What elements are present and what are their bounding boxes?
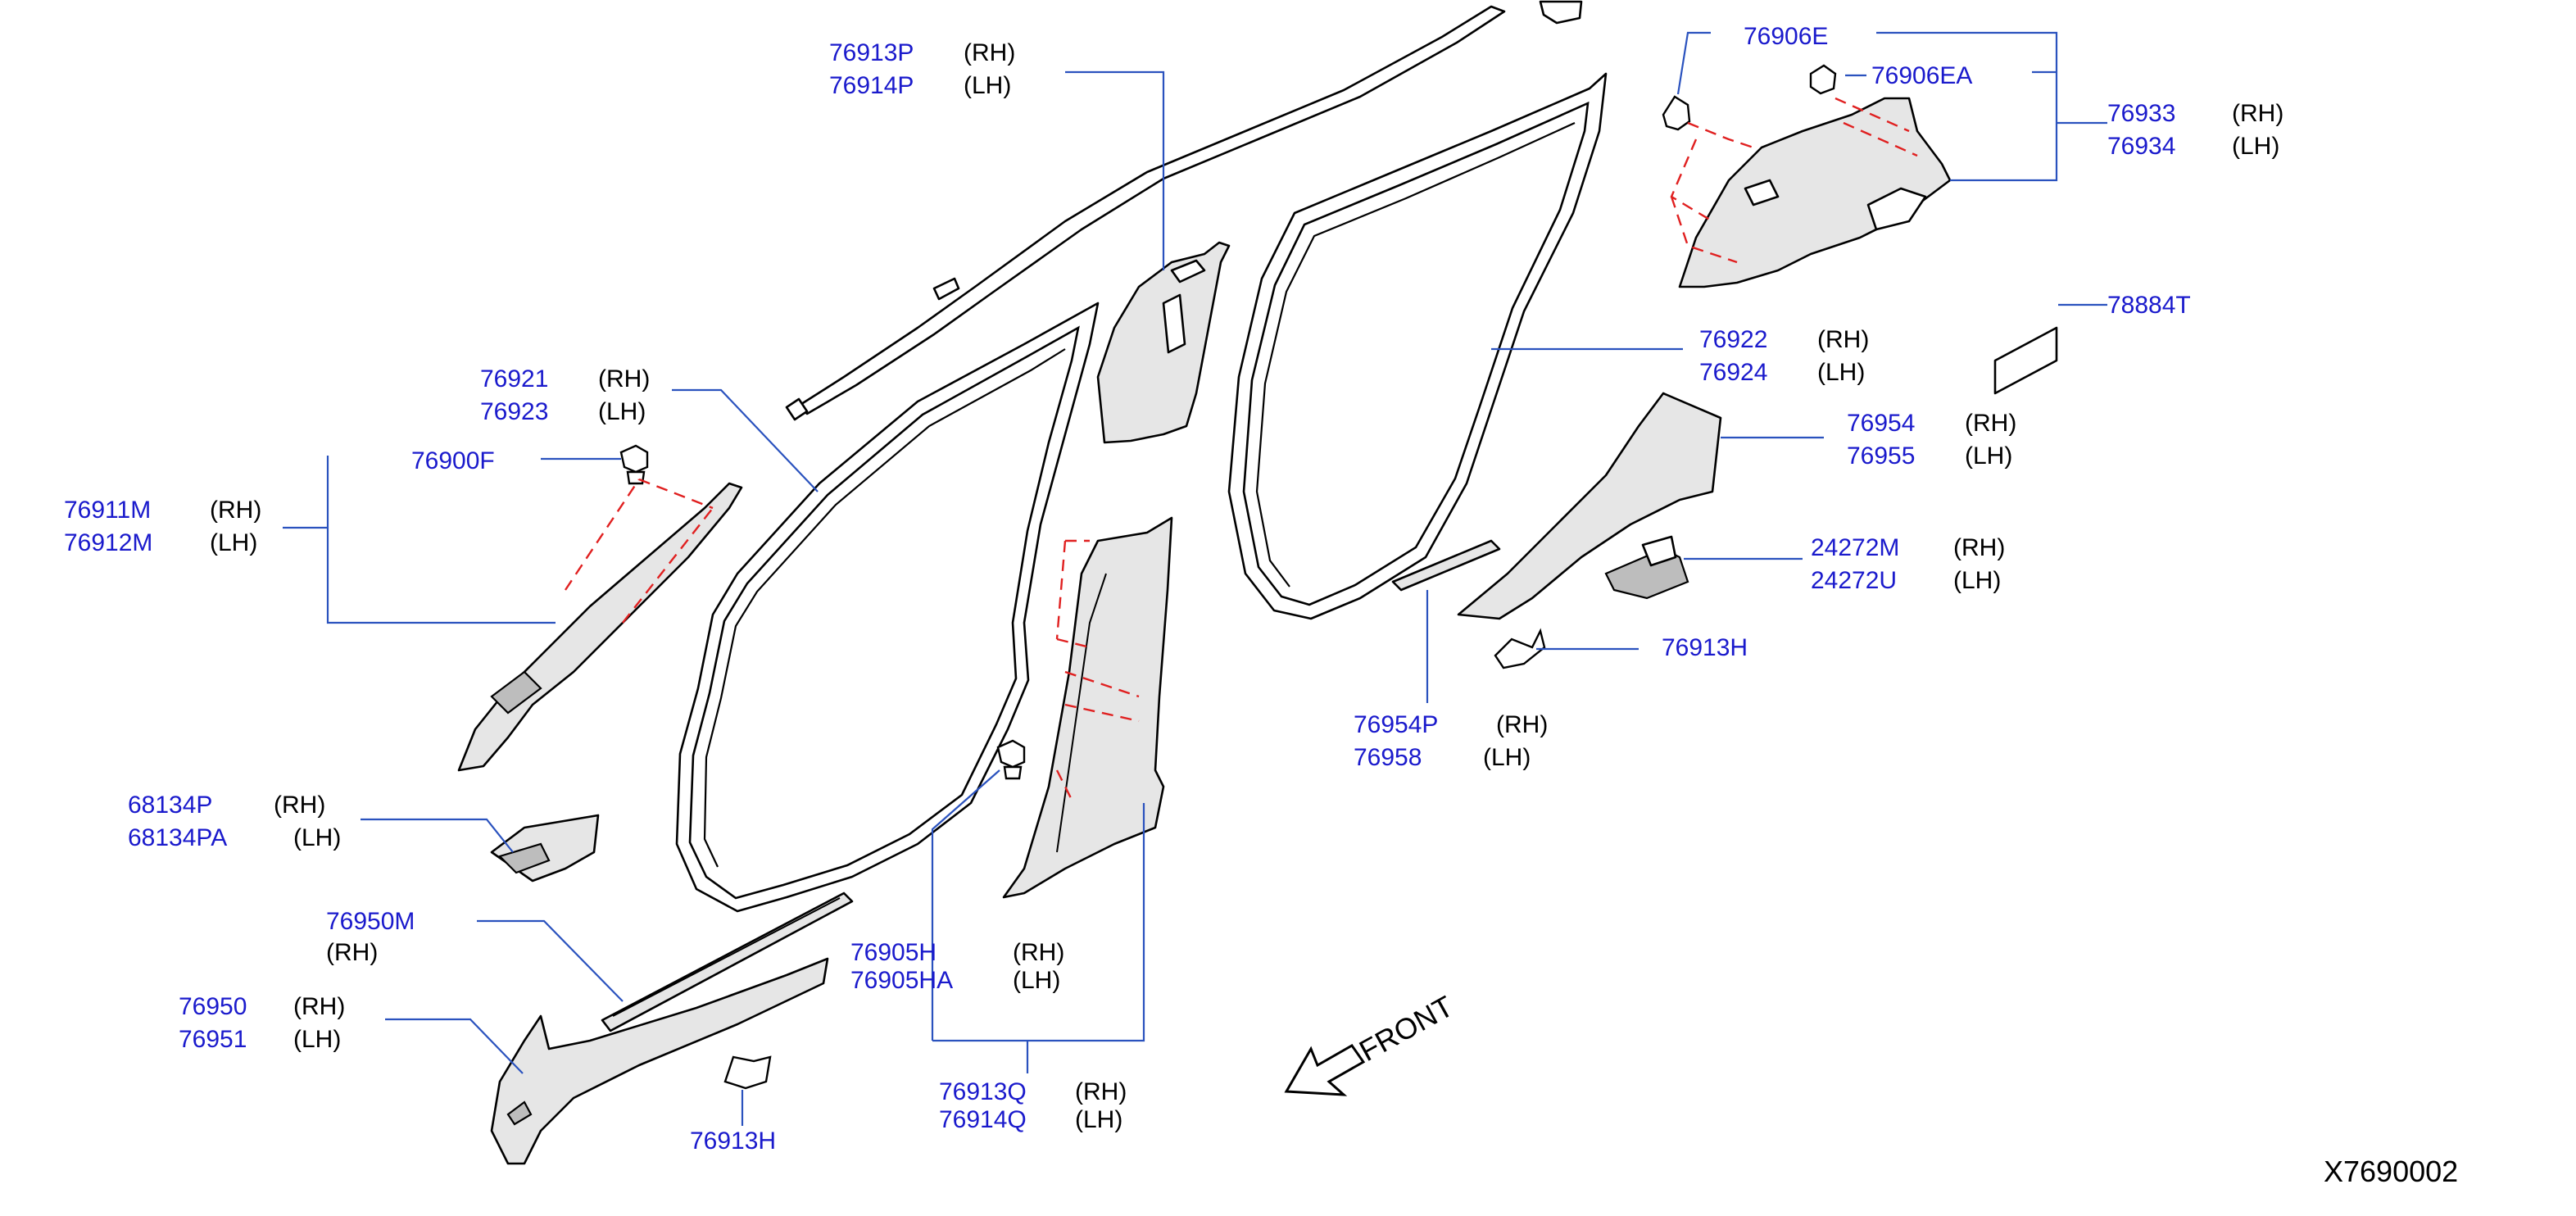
rear-wheelhouse-trim xyxy=(1457,392,1722,620)
part-number-label: 76951 xyxy=(179,1026,247,1053)
part-number-label: 68134P xyxy=(128,792,212,819)
part-number-label: 76905H xyxy=(850,939,937,966)
part-number-label: 76913P xyxy=(829,39,914,66)
side-label: (RH) xyxy=(2232,100,2283,127)
side-label: (LH) xyxy=(1953,567,2001,594)
side-label: (LH) xyxy=(1817,359,1865,386)
center-pillar-lower-garnish xyxy=(1002,516,1173,899)
side-label: (LH) xyxy=(1483,744,1531,771)
part-number-label: 76921 xyxy=(480,365,548,392)
part-number-label: 68134PA xyxy=(128,824,227,851)
part-number-label: 76913H xyxy=(1662,634,1748,661)
part-number-label: 24272M xyxy=(1811,534,1899,561)
part-number-label: 76913H xyxy=(690,1128,776,1155)
side-label: (RH) xyxy=(1965,410,2016,437)
part-number-label: 76914Q xyxy=(939,1106,1027,1133)
side-label: (RH) xyxy=(598,365,650,392)
part-number-label: 24272U xyxy=(1811,567,1897,594)
front-kicking-plate xyxy=(601,892,854,1032)
part-number-label: 76923 xyxy=(480,398,548,425)
part-number-label: 76900F xyxy=(411,447,495,474)
part-number-label: 76905HA xyxy=(850,967,953,994)
part-number-label: 78884T xyxy=(2107,292,2191,319)
part-number-label: 76922 xyxy=(1699,326,1767,353)
side-label: (RH) xyxy=(964,39,1015,66)
side-label: (RH) xyxy=(1496,711,1548,738)
side-label: (RH) xyxy=(1817,326,1869,353)
dashed-line-76900F xyxy=(565,478,714,624)
front-direction-arrow: FRONT xyxy=(1284,989,1458,1096)
part-number-label: 76955 xyxy=(1847,442,1915,470)
side-label: (LH) xyxy=(1965,442,2012,470)
side-label: (RH) xyxy=(1013,939,1064,966)
part-number-label: 76958 xyxy=(1354,744,1422,771)
side-label: (RH) xyxy=(1953,534,2005,561)
front-door-weatherstrip xyxy=(675,302,1100,913)
part-number-label: 76924 xyxy=(1699,359,1767,386)
leader-lines xyxy=(283,31,2107,1126)
side-label: (LH) xyxy=(210,529,257,556)
part-number-label: 76911M xyxy=(64,497,151,524)
side-label: (LH) xyxy=(1013,967,1060,994)
part-number-label: 76954P xyxy=(1354,711,1438,738)
side-label: (RH) xyxy=(326,939,378,966)
part-number-label: 76906EA xyxy=(1871,62,1972,89)
part-number-label: 76950M xyxy=(326,908,415,935)
dashed-line-76905H xyxy=(1055,539,1140,804)
harness-bracket xyxy=(1604,535,1689,600)
part-number-label: 76934 xyxy=(2107,133,2175,160)
side-label: (RH) xyxy=(210,497,261,524)
part-number-label: 76933 xyxy=(2107,100,2175,127)
center-pillar-upper-garnish xyxy=(1096,241,1231,444)
side-label: (LH) xyxy=(598,398,646,425)
part-number-label: 76906E xyxy=(1744,23,1828,50)
front-sill-trim xyxy=(490,957,829,1165)
side-label: (LH) xyxy=(293,824,341,851)
part-number-label: 76913Q xyxy=(939,1078,1027,1105)
side-label: (LH) xyxy=(2232,133,2279,160)
side-label: (LH) xyxy=(1075,1106,1122,1133)
front-pillar-garnish xyxy=(457,482,743,772)
kick-panel-bracket xyxy=(490,814,600,883)
side-label: (RH) xyxy=(293,993,345,1020)
rear-kicking-plate xyxy=(1391,539,1501,592)
roof-rail-trim xyxy=(785,0,1583,421)
dashed-line-76906E xyxy=(1670,97,1918,264)
clip-76913H-front xyxy=(723,1055,772,1090)
caution-label-sticker xyxy=(1993,326,2058,395)
side-label: (RH) xyxy=(274,792,325,819)
front-direction-label: FRONT xyxy=(1354,989,1458,1068)
clip-76913H-rear xyxy=(1494,628,1546,669)
side-label: (LH) xyxy=(293,1026,341,1053)
part-labels: 76913P (RH) 76914P (LH) 76906E 76906EA 7… xyxy=(64,23,2458,1188)
clip-76900F xyxy=(619,444,649,485)
side-label: (RH) xyxy=(1075,1078,1127,1105)
rear-pillar-garnish xyxy=(1678,97,1952,288)
diagram-reference-code: X7690002 xyxy=(2324,1155,2458,1188)
part-number-label: 76914P xyxy=(829,72,914,99)
rear-door-weatherstrip xyxy=(1227,72,1608,620)
clip-76906EA xyxy=(1809,64,1837,95)
part-number-label: 76954 xyxy=(1847,410,1915,437)
clip-76906E xyxy=(1662,95,1691,131)
part-number-label: 76912M xyxy=(64,529,152,556)
side-label: (LH) xyxy=(964,72,1011,99)
clip-76905H xyxy=(996,739,1026,780)
part-number-label: 76950 xyxy=(179,993,247,1020)
